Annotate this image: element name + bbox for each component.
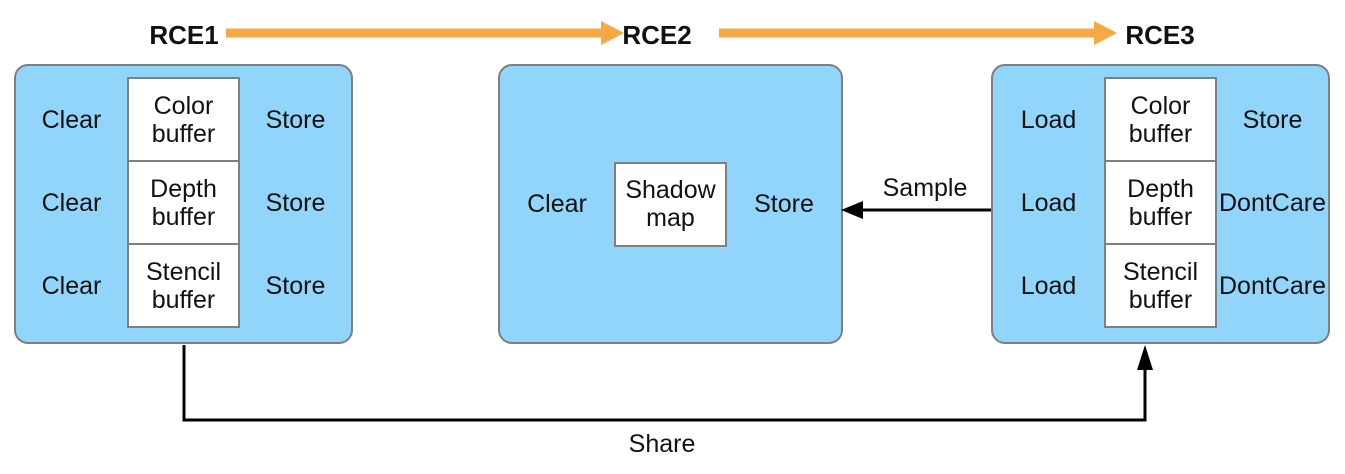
buffer-box: Color buffer: [1104, 77, 1217, 162]
store-action: Store: [265, 188, 326, 217]
buffer-box: Stencil buffer: [1104, 243, 1217, 328]
share-connector-label: Share: [628, 430, 696, 458]
store-action: Store: [265, 271, 326, 300]
buffer-box: Stencil buffer: [127, 243, 240, 328]
share-connector-line: [182, 345, 1147, 422]
store-action: Store: [754, 190, 814, 218]
load-action: Clear: [527, 190, 587, 218]
pass-label-rce1: RCE1: [149, 20, 219, 50]
buffer-box: Color buffer: [127, 77, 240, 162]
store-action: Store: [1242, 105, 1303, 134]
store-action: DontCare: [1219, 188, 1326, 217]
pass-label-rce3: RCE3: [1125, 20, 1195, 50]
render-pass-node-rce1: Clear Color buffer Store Clear Depth buf…: [14, 64, 353, 344]
share-arrowhead: [1137, 345, 1153, 370]
render-pass-node-rce3: Load Color buffer Store Load Depth buffe…: [991, 64, 1330, 344]
load-action: Clear: [41, 271, 102, 300]
sample-connector-label: Sample: [882, 174, 968, 202]
load-action: Clear: [41, 105, 102, 134]
render-pass-node-rce2: Clear Shadow map Store: [498, 64, 843, 344]
sample-arrowhead: [841, 201, 863, 219]
load-action: Clear: [41, 188, 102, 217]
pass-label-rce2: RCE2: [622, 20, 692, 50]
store-action: DontCare: [1219, 271, 1326, 300]
load-action: Load: [1020, 105, 1077, 134]
load-action: Load: [1020, 271, 1077, 300]
load-action: Load: [1020, 188, 1077, 217]
buffer-box: Depth buffer: [127, 160, 240, 245]
store-action: Store: [265, 105, 326, 134]
buffer-box: Depth buffer: [1104, 160, 1217, 245]
buffer-box: Shadow map: [614, 161, 727, 247]
